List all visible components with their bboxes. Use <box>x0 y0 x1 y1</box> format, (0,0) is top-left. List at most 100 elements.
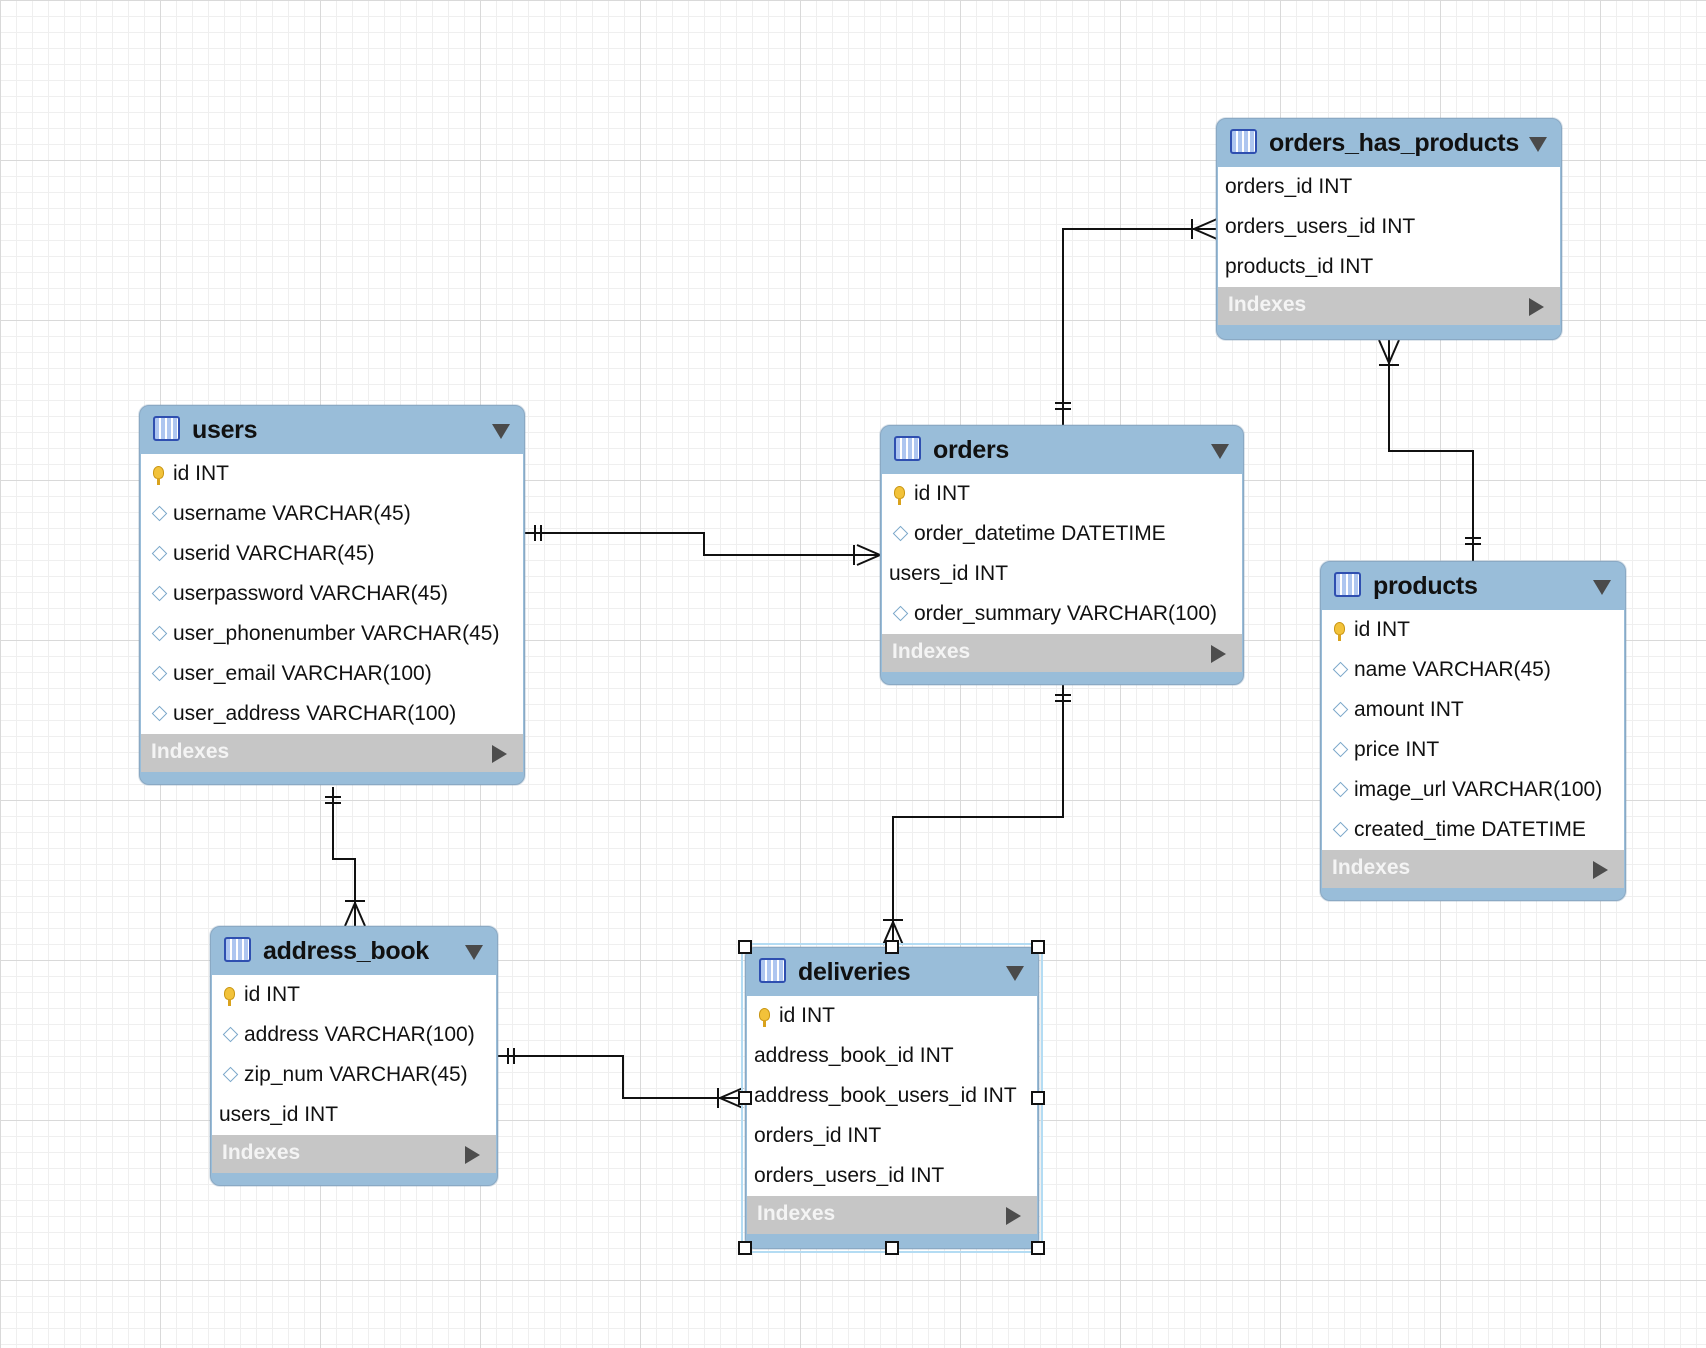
column-label: address VARCHAR(100) <box>244 1023 475 1046</box>
collapse-toggle-icon[interactable] <box>1211 444 1229 459</box>
expand-arrow-icon[interactable] <box>492 745 507 763</box>
indexes-section[interactable]: Indexes <box>141 734 523 772</box>
column-label: id INT <box>914 482 971 505</box>
column-diamond-icon <box>892 525 909 542</box>
relation-address-book-deliveries[interactable] <box>498 1055 743 1099</box>
table-icon <box>1334 572 1361 597</box>
column-row[interactable]: id INT <box>1322 610 1624 650</box>
indexes-section[interactable]: Indexes <box>1218 287 1560 325</box>
table-products[interactable]: products id INT name VARCHAR(45) amount IN… <box>1320 561 1626 901</box>
column-label: created_time DATETIME <box>1354 818 1586 841</box>
table-address-book[interactable]: address_book id INT address VARCHAR(100) z… <box>210 926 498 1186</box>
collapse-toggle-icon[interactable] <box>1529 137 1547 152</box>
expand-arrow-icon[interactable] <box>465 1146 480 1164</box>
column-row[interactable]: address_book_id INT <box>747 1036 1037 1076</box>
column-row[interactable]: id INT <box>141 454 523 494</box>
column-row[interactable]: price INT <box>1322 730 1624 770</box>
column-row[interactable]: image_url VARCHAR(100) <box>1322 770 1624 810</box>
column-label: address_book_users_id INT <box>754 1084 1017 1107</box>
resize-handle-bottom-right[interactable] <box>1031 1241 1045 1255</box>
column-row[interactable]: products_id INT <box>1218 247 1560 287</box>
indexes-label: Indexes <box>222 1141 301 1164</box>
column-row[interactable]: order_datetime DATETIME <box>882 514 1242 554</box>
column-label: users_id INT <box>219 1103 339 1126</box>
relation-products-ohp-many-end <box>1378 339 1400 366</box>
resize-handle-top-left[interactable] <box>738 940 752 954</box>
relation-orders-orders-has-products[interactable] <box>1062 228 1217 425</box>
primary-key-icon <box>1334 622 1345 641</box>
column-row[interactable]: zip_num VARCHAR(45) <box>212 1055 496 1095</box>
indexes-section[interactable]: Indexes <box>747 1196 1037 1234</box>
table-header[interactable]: orders <box>881 426 1243 474</box>
column-row[interactable]: username VARCHAR(45) <box>141 494 523 534</box>
resize-handle-bottom-left[interactable] <box>738 1241 752 1255</box>
resize-handle-middle-right[interactable] <box>1031 1091 1045 1105</box>
column-row[interactable]: order_summary VARCHAR(100) <box>882 594 1242 634</box>
column-row[interactable]: amount INT <box>1322 690 1624 730</box>
table-header[interactable]: users <box>140 406 524 454</box>
collapse-toggle-icon[interactable] <box>1006 966 1024 981</box>
collapse-toggle-icon[interactable] <box>492 424 510 439</box>
relation-orders-ohp-many-end <box>1191 218 1218 240</box>
column-row[interactable]: user_address VARCHAR(100) <box>141 694 523 734</box>
column-row[interactable]: users_id INT <box>212 1095 496 1135</box>
table-orders[interactable]: orders id INT order_datetime DATETIME user… <box>880 425 1244 685</box>
indexes-section[interactable]: Indexes <box>1322 850 1624 888</box>
column-row[interactable]: id INT <box>212 975 496 1015</box>
relation-users-orders[interactable] <box>525 532 882 556</box>
resize-handle-middle-left[interactable] <box>738 1091 752 1105</box>
table-deliveries[interactable]: deliveries id INT address_book_id INT addr… <box>745 947 1039 1249</box>
resize-handle-bottom-middle[interactable] <box>885 1241 899 1255</box>
indexes-label: Indexes <box>1332 856 1411 879</box>
indexes-section[interactable]: Indexes <box>882 634 1242 672</box>
column-diamond-icon <box>151 625 168 642</box>
column-diamond-icon <box>1332 661 1349 678</box>
column-diamond-icon <box>222 1066 239 1083</box>
table-users[interactable]: users id INT username VARCHAR(45) userid V… <box>139 405 525 785</box>
column-label: amount INT <box>1354 698 1464 721</box>
column-row[interactable]: user_phonenumber VARCHAR(45) <box>141 614 523 654</box>
expand-arrow-icon[interactable] <box>1529 298 1544 316</box>
column-row[interactable]: id INT <box>882 474 1242 514</box>
column-label: id INT <box>779 1004 836 1027</box>
expand-arrow-icon[interactable] <box>1211 645 1226 663</box>
column-label: userid VARCHAR(45) <box>173 542 375 565</box>
expand-arrow-icon[interactable] <box>1006 1207 1021 1225</box>
column-label: id INT <box>1354 618 1411 641</box>
table-header[interactable]: products <box>1321 562 1625 610</box>
column-diamond-icon <box>892 605 909 622</box>
collapse-toggle-icon[interactable] <box>465 945 483 960</box>
column-row[interactable]: orders_id INT <box>1218 167 1560 207</box>
table-icon <box>894 436 921 461</box>
column-row[interactable]: users_id INT <box>882 554 1242 594</box>
column-row[interactable]: orders_id INT <box>747 1116 1037 1156</box>
column-row[interactable]: userid VARCHAR(45) <box>141 534 523 574</box>
column-list: id INT order_datetime DATETIME users_id IN… <box>882 474 1242 634</box>
column-row[interactable]: orders_users_id INT <box>1218 207 1560 247</box>
column-row[interactable]: address_book_users_id INT <box>747 1076 1037 1116</box>
table-header[interactable]: address_book <box>211 927 497 975</box>
column-label: users_id INT <box>889 562 1009 585</box>
table-header[interactable]: orders_has_products <box>1217 119 1561 167</box>
resize-handle-top-right[interactable] <box>1031 940 1045 954</box>
column-row[interactable]: created_time DATETIME <box>1322 810 1624 850</box>
column-row[interactable]: orders_users_id INT <box>747 1156 1037 1196</box>
column-row[interactable]: userpassword VARCHAR(45) <box>141 574 523 614</box>
column-row[interactable]: address VARCHAR(100) <box>212 1015 496 1055</box>
indexes-section[interactable]: Indexes <box>212 1135 496 1173</box>
column-diamond-icon <box>1332 741 1349 758</box>
collapse-toggle-icon[interactable] <box>1593 580 1611 595</box>
relation-orders-deliveries-many-end <box>882 919 904 946</box>
resize-handle-top-middle[interactable] <box>885 940 899 954</box>
column-row[interactable]: id INT <box>747 996 1037 1036</box>
expand-arrow-icon[interactable] <box>1593 861 1608 879</box>
relation-orders-deliveries[interactable] <box>892 685 1064 945</box>
primary-key-icon <box>759 1008 770 1027</box>
column-row[interactable]: user_email VARCHAR(100) <box>141 654 523 694</box>
table-header[interactable]: deliveries <box>746 948 1038 996</box>
column-label: id INT <box>173 462 230 485</box>
relation-users-address-book[interactable] <box>332 787 356 926</box>
column-row[interactable]: name VARCHAR(45) <box>1322 650 1624 690</box>
relation-products-orders-has-products[interactable] <box>1388 340 1474 562</box>
